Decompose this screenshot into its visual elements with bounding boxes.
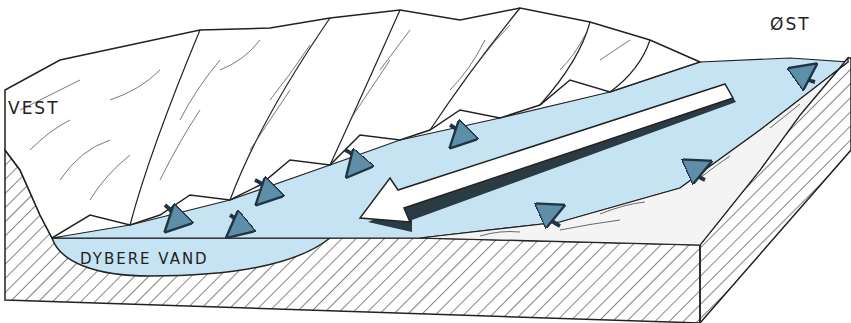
direction-label: VEST [8, 98, 60, 118]
water-label: DYBERE VAND [80, 250, 209, 268]
direction-label: ØST [770, 14, 811, 34]
flow-arrow [360, 84, 733, 222]
deep-water-section [52, 238, 330, 276]
eddy-arrows [165, 68, 815, 233]
west-mountains [5, 8, 700, 238]
